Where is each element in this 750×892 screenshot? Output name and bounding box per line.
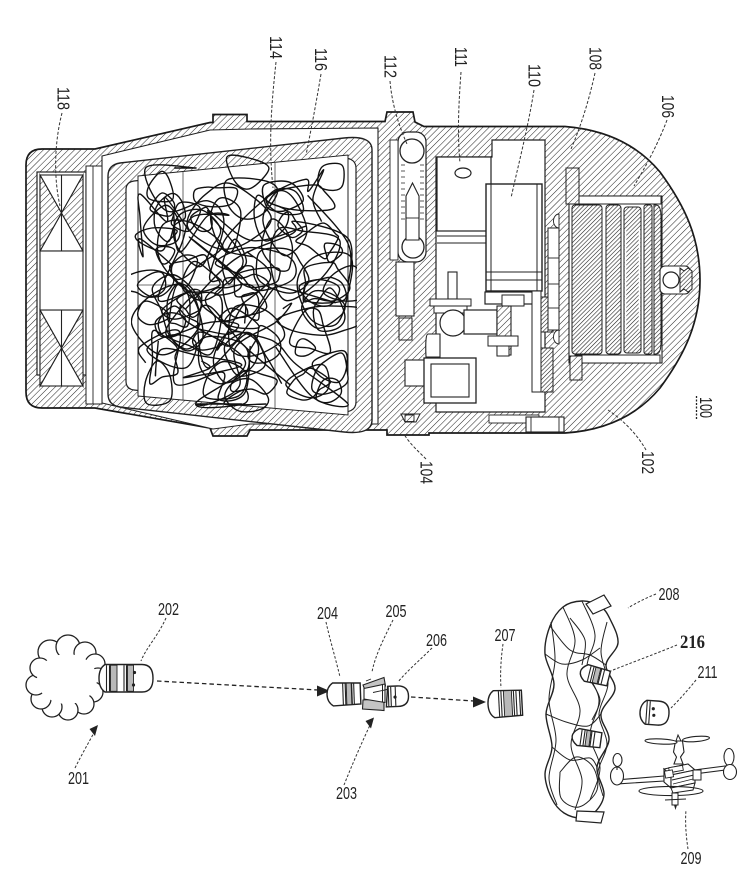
svg-text:207: 207 [495, 625, 516, 645]
svg-text:206: 206 [426, 630, 447, 650]
svg-text:110: 110 [525, 64, 545, 87]
svg-text:114: 114 [266, 36, 286, 59]
svg-text:216: 216 [680, 632, 705, 653]
svg-text:211: 211 [698, 662, 718, 682]
svg-text:202: 202 [158, 599, 179, 619]
svg-text:205: 205 [386, 601, 407, 621]
svg-text:104: 104 [417, 461, 437, 484]
svg-text:203: 203 [336, 783, 357, 803]
svg-text:102: 102 [638, 451, 658, 474]
svg-text:100: 100 [696, 397, 716, 418]
svg-text:118: 118 [54, 87, 74, 110]
svg-text:106: 106 [658, 95, 678, 118]
svg-text:201: 201 [68, 768, 89, 788]
svg-text:108: 108 [586, 47, 606, 70]
svg-text:208: 208 [659, 584, 680, 604]
svg-text:112: 112 [381, 55, 401, 78]
svg-text:116: 116 [311, 48, 331, 71]
svg-text:111: 111 [451, 47, 471, 67]
svg-text:209: 209 [681, 848, 702, 868]
svg-text:204: 204 [317, 603, 338, 623]
